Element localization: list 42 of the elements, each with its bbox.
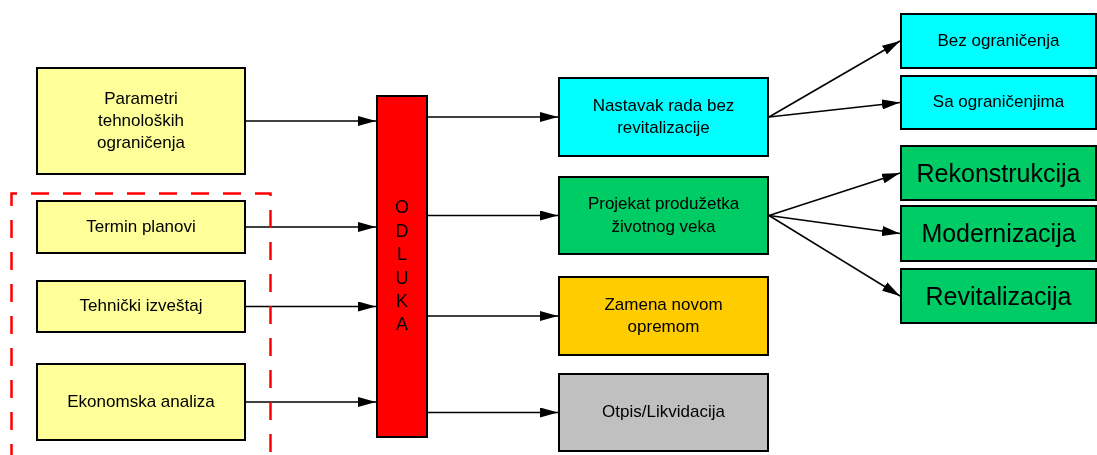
outcome-box	[558, 276, 769, 356]
box-label: Revitalizacija	[924, 280, 1073, 312]
outcome-box	[900, 75, 1097, 130]
outcome-box	[558, 176, 769, 255]
arrow	[427, 112, 559, 122]
decision-bar	[376, 95, 428, 438]
outcome-box	[900, 145, 1097, 201]
outcome-box	[900, 268, 1097, 324]
box-label: Termin planovi	[85, 215, 197, 238]
arrow	[245, 397, 377, 407]
outcome-box	[900, 13, 1097, 69]
outcome-box	[558, 77, 769, 157]
arrow	[245, 301, 377, 312]
arrow	[768, 40, 901, 118]
box-label: Otpis/Likvidacija	[601, 401, 726, 424]
input-box	[36, 67, 246, 175]
outcome-box	[558, 373, 769, 452]
box-label: Rekonstrukcija	[915, 157, 1082, 189]
box-label: Ekonomska analiza	[66, 390, 216, 413]
box-label: Sa ograničenjima	[931, 91, 1066, 114]
outcome-box	[900, 205, 1097, 262]
arrow	[768, 99, 901, 118]
arrow	[768, 214, 901, 297]
input-box	[36, 280, 246, 333]
box-label: Tehnički izveštaj	[78, 295, 204, 318]
decision-label: ODLUKA	[394, 196, 410, 337]
input-box	[36, 200, 246, 254]
arrow	[768, 214, 901, 236]
input-box	[36, 363, 246, 441]
arrow	[427, 210, 559, 221]
arrow	[427, 311, 559, 321]
box-label: Projekat produžetka životnog veka	[586, 193, 741, 238]
box-label: Modernizacija	[920, 218, 1077, 250]
box-label: Bez ograničenja	[936, 29, 1061, 52]
arrow	[245, 116, 377, 126]
arrow	[427, 407, 559, 418]
arrow	[768, 172, 901, 217]
box-label: Parametri tehnoloških ograničenja	[96, 87, 186, 155]
box-label: Zamena novom opremom	[603, 293, 724, 338]
box-label: Nastavak rada bez revitalizacije	[591, 94, 736, 139]
dashed-group-outline	[10, 192, 272, 455]
arrow	[245, 222, 377, 232]
